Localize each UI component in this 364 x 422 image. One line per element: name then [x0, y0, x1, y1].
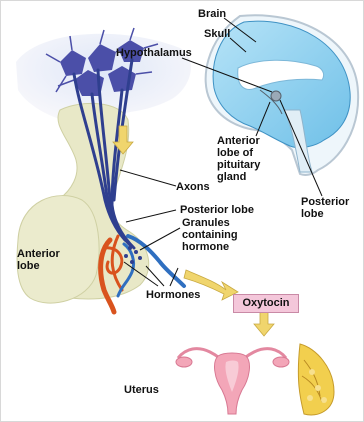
leader-axons — [120, 170, 176, 186]
label-uterus: Uterus — [124, 384, 159, 396]
leader-posterior-lobe — [126, 210, 176, 222]
pituitary-gland-small — [271, 91, 281, 101]
uterus-right-ovary — [273, 357, 289, 367]
uterus-illustration — [176, 349, 289, 414]
label-granules: Granules containing hormone — [182, 217, 254, 253]
label-posterior-lobe: Posterior lobe — [180, 204, 254, 216]
label-oxytocin: Oxytocin — [233, 294, 299, 313]
label-hormones: Hormones — [146, 289, 200, 301]
leader-granules — [140, 228, 180, 250]
flow-arrow-to-uterus — [254, 312, 274, 336]
label-anterior-lobe: Anterior lobe — [17, 248, 73, 272]
label-hypothalamus: Hypothalamus — [116, 47, 192, 59]
label-anterior-lobe-pituitary: Anterior lobe of pituitary gland — [217, 135, 283, 183]
label-brain: Brain — [198, 8, 226, 20]
label-skull: Skull — [204, 28, 230, 40]
label-posterior-lobe-right: Posterior lobe — [301, 196, 355, 220]
uterus-left-ovary — [176, 357, 192, 367]
breast-illustration — [298, 344, 334, 415]
label-axons: Axons — [176, 181, 210, 193]
leader-hormones-3 — [146, 266, 164, 286]
